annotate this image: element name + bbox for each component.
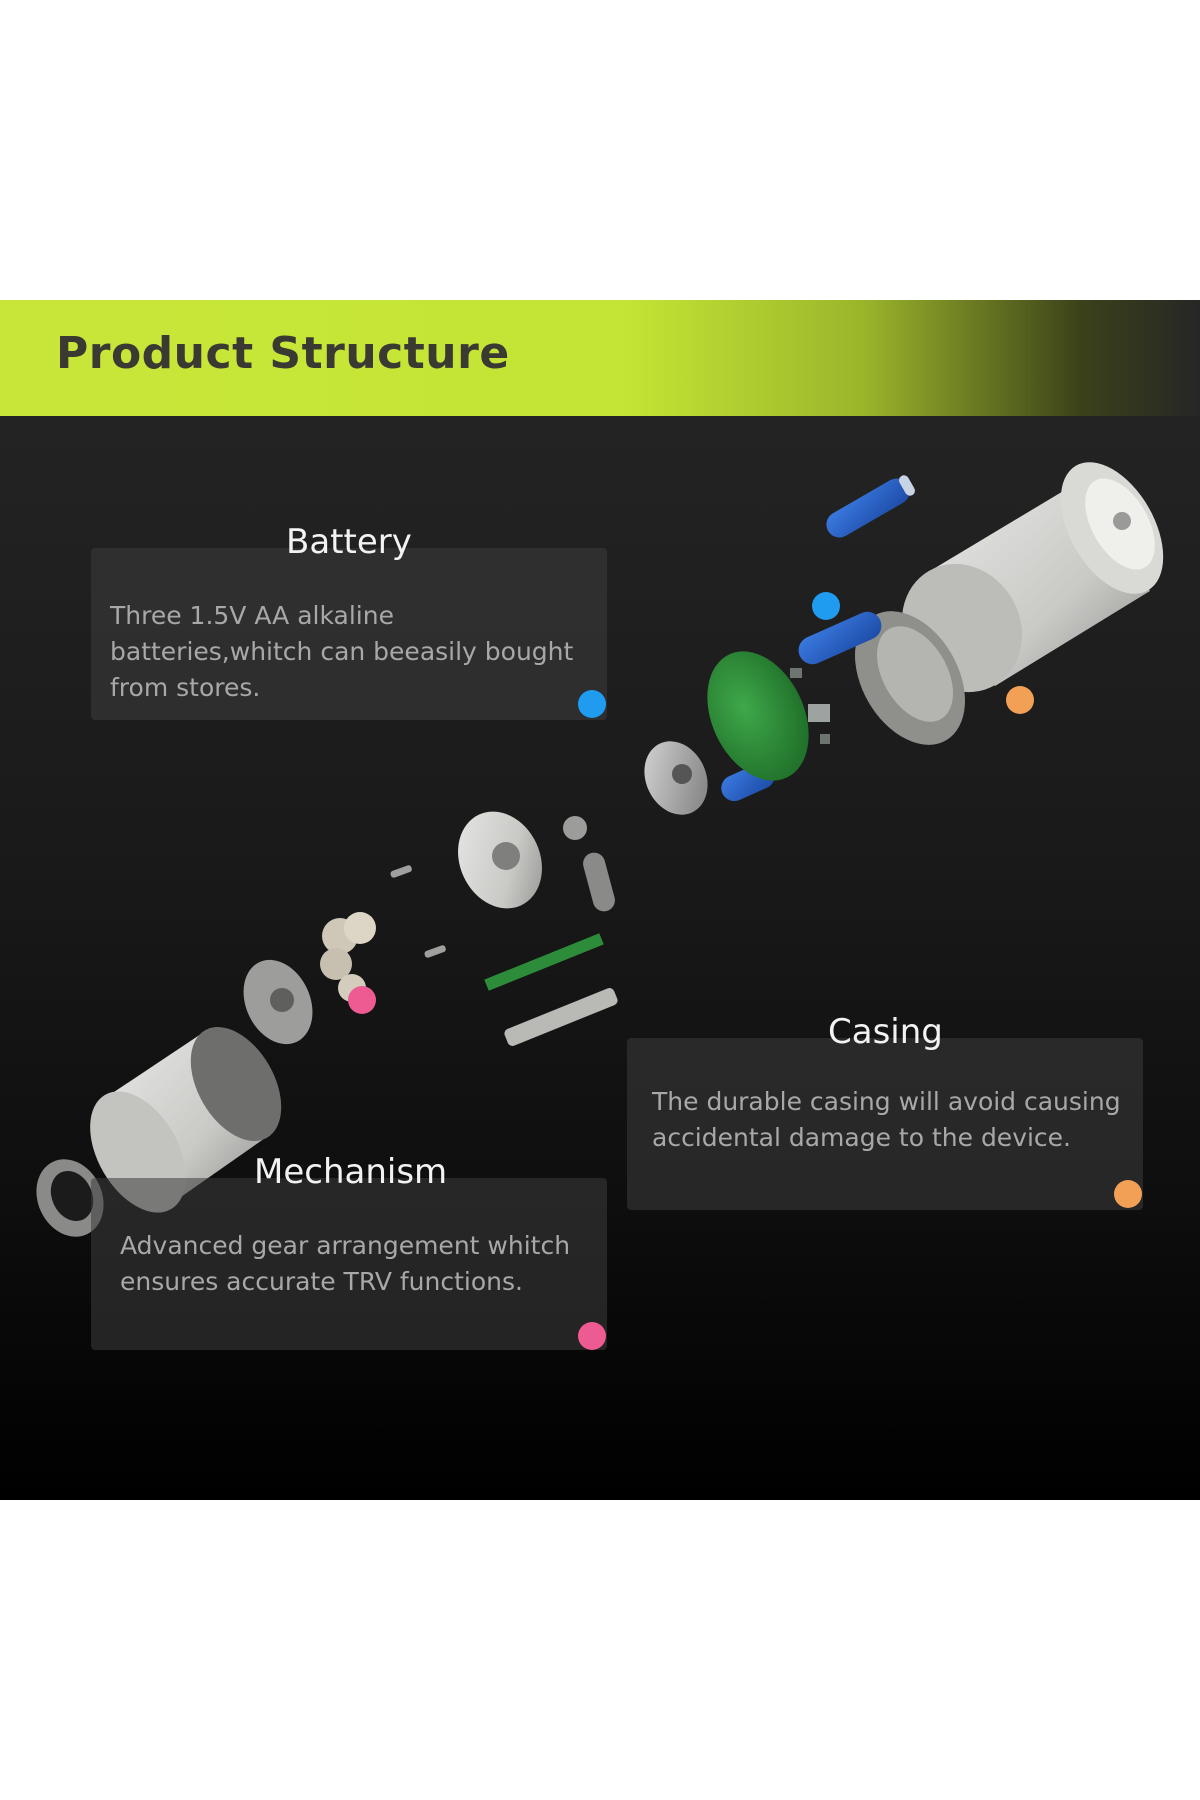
casing-marker-dot xyxy=(1114,1180,1142,1208)
gear-plate xyxy=(243,959,313,1045)
exploded-view-illustration xyxy=(36,462,1164,1237)
motor xyxy=(644,741,708,815)
screw-top xyxy=(390,865,412,878)
battery-title: Battery xyxy=(286,522,412,562)
battery-part-marker-dot xyxy=(812,592,840,620)
product-structure-panel: Product Structure xyxy=(0,300,1200,1500)
gear-clip xyxy=(563,816,615,912)
mechanism-card xyxy=(91,1178,607,1350)
battery-marker-dot xyxy=(578,690,606,718)
page-title: Product Structure xyxy=(56,328,510,379)
contact-bracket xyxy=(504,988,618,1046)
casing-description: The durable casing will avoid causing ac… xyxy=(652,1087,1121,1152)
casing-title: Casing xyxy=(828,1012,943,1052)
battery-cell-middle xyxy=(798,611,882,665)
battery-cell-top xyxy=(826,475,915,538)
battery-description: Three 1.5V AA alkaline batteries,whitch … xyxy=(110,601,574,702)
circuit-board xyxy=(707,651,830,781)
casing-part-marker-dot xyxy=(1006,686,1034,714)
pcb-strip xyxy=(484,933,604,991)
casing-base-plate xyxy=(855,611,965,745)
mechanism-description: Advanced gear arrangement whitch ensures… xyxy=(120,1231,571,1296)
gear-housing xyxy=(458,811,542,909)
mechanism-marker-dot xyxy=(578,1322,606,1350)
mechanism-title: Mechanism xyxy=(254,1152,448,1192)
battery-card xyxy=(91,548,607,720)
title-banner: Product Structure xyxy=(0,300,1200,416)
mechanism-part-marker-dot xyxy=(348,986,376,1014)
screw-bottom xyxy=(424,945,446,958)
ring-nut xyxy=(36,1159,104,1237)
casing-card xyxy=(627,1038,1143,1210)
